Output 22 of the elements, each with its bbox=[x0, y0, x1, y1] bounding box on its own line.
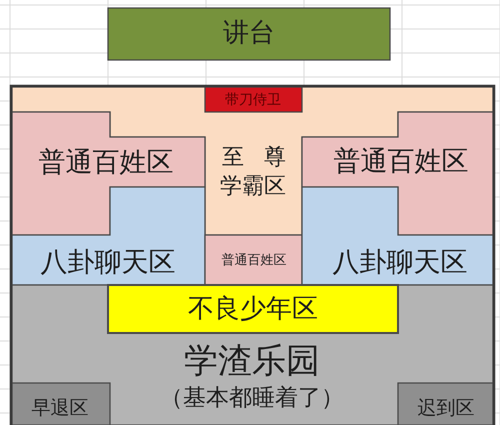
zone-label: 不良少年区 bbox=[188, 295, 318, 325]
podium-box bbox=[108, 8, 390, 60]
zone-label: 带刀侍卫 bbox=[225, 92, 281, 108]
zone-label: 至尊学霸区 bbox=[220, 144, 286, 202]
zone-label: 普通百姓区 bbox=[334, 146, 468, 177]
seating-zone bbox=[12, 383, 110, 425]
zone-label: 讲台 bbox=[223, 19, 275, 49]
zone-label: 学渣乐园 bbox=[184, 342, 320, 381]
seating-zone bbox=[108, 285, 398, 333]
seating-zone bbox=[205, 235, 302, 285]
zone-label: 早退区 bbox=[32, 398, 88, 420]
seating-zone bbox=[12, 285, 493, 425]
zone-label: （基本都睡着了） bbox=[160, 385, 344, 412]
zone-label: 迟到区 bbox=[418, 398, 474, 420]
seating-zone bbox=[12, 112, 205, 235]
zone-label: 普通百姓区 bbox=[222, 254, 286, 268]
zone-label: 普通百姓区 bbox=[38, 146, 174, 178]
seating-zone bbox=[398, 383, 493, 425]
zone-label: 八卦聊天区 bbox=[332, 246, 468, 278]
seating-zone bbox=[302, 112, 493, 235]
zone-label: 八卦聊天区 bbox=[40, 246, 176, 278]
guard-seat-box bbox=[205, 87, 302, 112]
